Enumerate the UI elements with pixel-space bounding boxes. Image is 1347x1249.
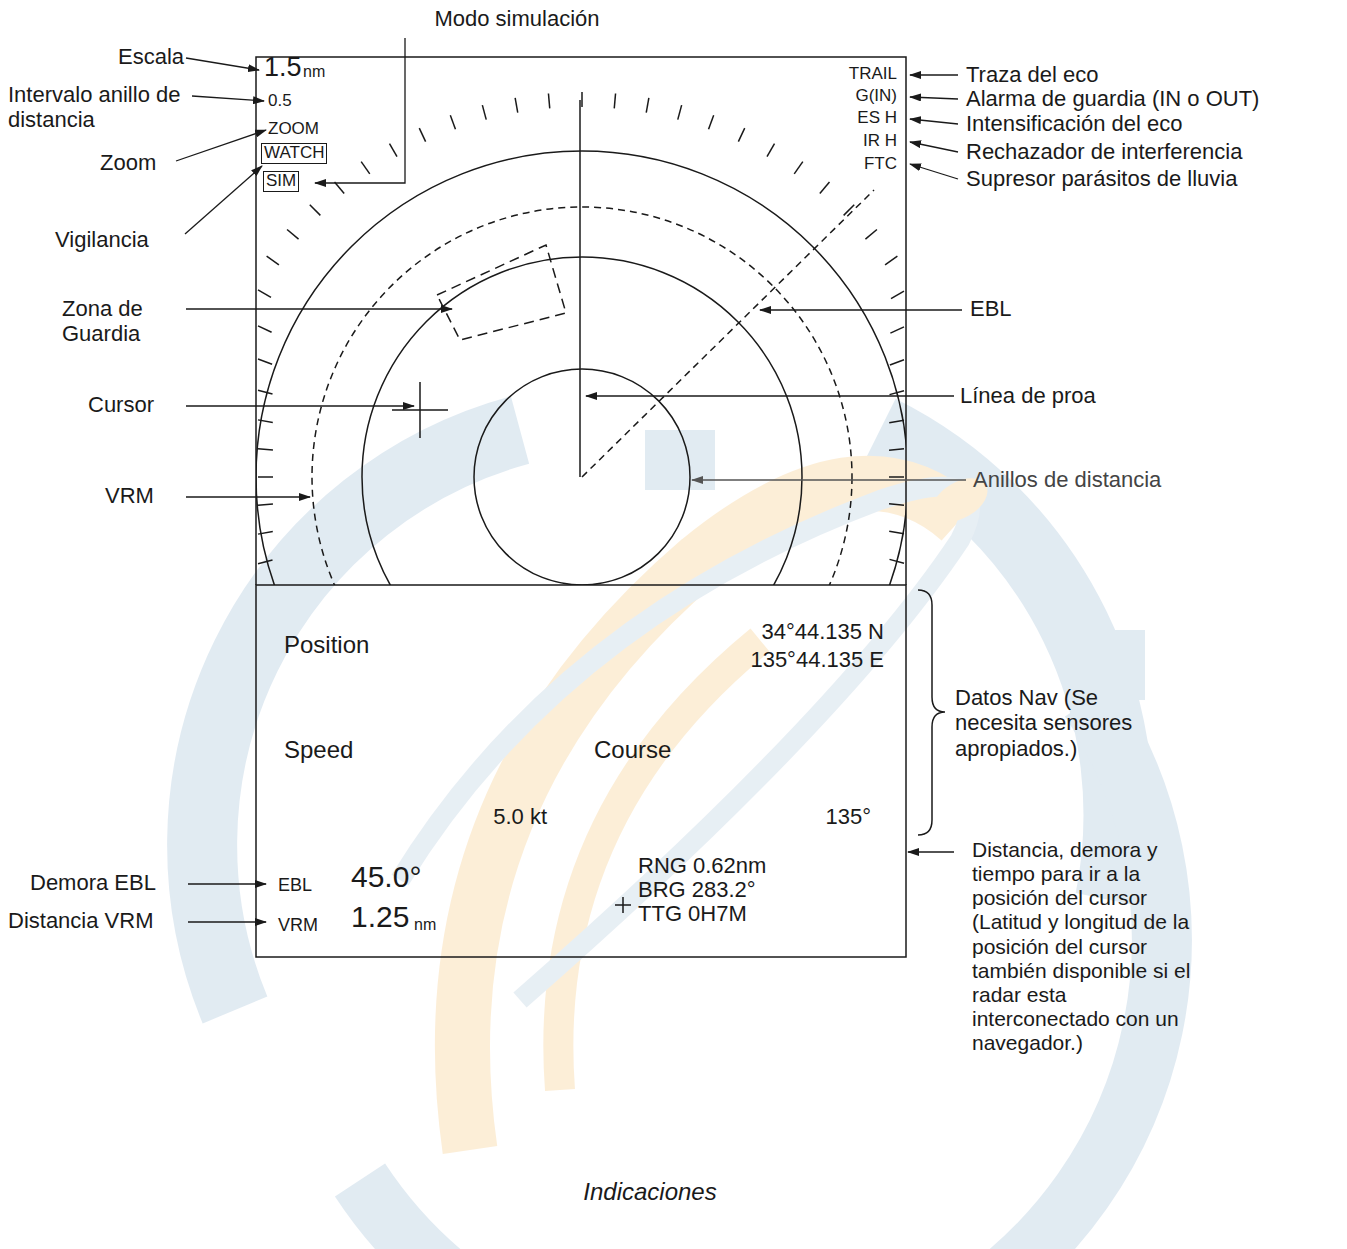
cursor-cross [392, 382, 448, 438]
data-panel-frame [256, 585, 906, 957]
cell-text: Course [594, 736, 671, 764]
label: Escala [118, 44, 184, 69]
label: TRAIL [849, 64, 897, 84]
range-ring [256, 151, 906, 585]
cursor-symbol [615, 897, 631, 913]
brace [918, 590, 945, 835]
label: Anillos de distancia [973, 467, 1161, 492]
label: EBL [970, 296, 1012, 321]
ebl-line [582, 190, 874, 477]
data-cell: RNG 0.62nmBRG 283.2°TTG 0H7M [582, 843, 906, 957]
label: 0.5 [268, 91, 292, 111]
bearing-scale [258, 92, 904, 564]
label: Modo simulación [434, 6, 599, 31]
label: Zona de Guardia [62, 296, 192, 347]
cell-text: VRM [278, 915, 318, 936]
cell-text: nm [414, 916, 436, 934]
label: ES H [857, 108, 897, 128]
cell-text: 45.0° [351, 860, 421, 895]
cell-text: RNG 0.62nm [638, 853, 766, 878]
data-cell: Speed 5.0 kt [256, 722, 582, 843]
cell-text: 5.0 kt [493, 804, 547, 829]
guard-zone [437, 245, 566, 340]
label: Cursor [88, 392, 154, 417]
label: Línea de proa [960, 383, 1096, 408]
label: WATCH [261, 143, 327, 164]
label: Datos Nav (Se necesita sensores apropiad… [955, 685, 1180, 761]
screen-frame [256, 57, 906, 585]
label: nm [303, 63, 325, 81]
label: G(IN) [855, 86, 897, 106]
label: SIM [263, 171, 299, 192]
cell-text: Position [284, 631, 369, 659]
label: FTC [864, 154, 897, 174]
cell-text: EBL [278, 875, 312, 896]
label: VRM [105, 483, 154, 508]
data-cell: EBL 45.0° VRM 1.25 nm [256, 843, 582, 957]
data-cell: Course 135° [582, 722, 906, 843]
range-ring [362, 257, 802, 585]
cell-text: 1.25 [351, 900, 409, 935]
label: 1.5 [264, 52, 302, 83]
label: Rechazador de interferencia [966, 139, 1242, 164]
cell-text: BRG 283.2° [638, 877, 756, 902]
cell-text: 135°44.135 E [750, 647, 884, 672]
label: Intervalo anillo de distancia [8, 82, 190, 133]
data-cell: Position 34°44.135 N 135°44.135 E [256, 585, 906, 722]
cell-text: TTG 0H7M [638, 901, 747, 926]
cell-text: 135° [825, 804, 871, 829]
cell-text: Speed [284, 736, 353, 764]
heading-line [579, 100, 581, 477]
label: Distancia, demora y tiempo para ir a la … [972, 838, 1204, 1055]
label: Intensificación del eco [966, 111, 1182, 136]
leader-line [692, 479, 966, 480]
label: Supresor parásitos de lluvia [966, 166, 1237, 191]
label: Zoom [100, 150, 156, 175]
label: Demora EBL [30, 870, 156, 895]
label: Distancia VRM [8, 908, 153, 933]
label: Alarma de guardia (IN o OUT) [966, 86, 1259, 111]
label: ZOOM [268, 119, 319, 139]
label: Traza del eco [966, 62, 1098, 87]
cell-text: 34°44.135 N [761, 619, 884, 644]
label: IR H [863, 131, 897, 151]
label: Vigilancia [55, 227, 149, 252]
caption: Indicaciones [583, 1178, 716, 1206]
